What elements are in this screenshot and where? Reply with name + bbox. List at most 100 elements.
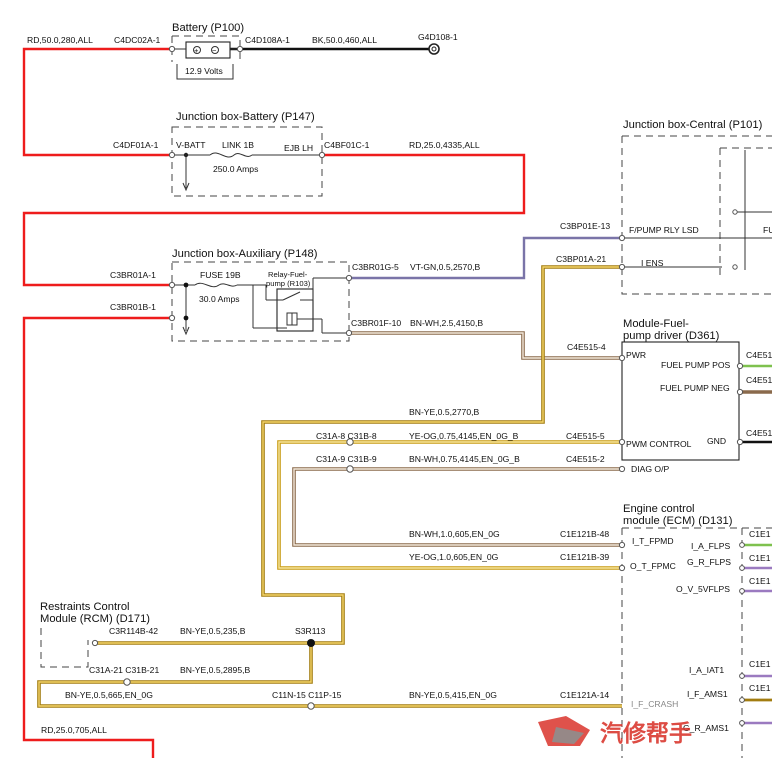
- connector-circle-icon: [739, 697, 745, 703]
- wire-label-bn-ye-665: BN-YE,0.5,665,EN_0G: [65, 690, 153, 700]
- connector-circle-icon: [739, 588, 745, 594]
- connector-circle-icon: [91, 639, 99, 647]
- conn-c4dc02a-1: C4DC02A-1: [114, 35, 161, 45]
- connector-circle-icon: [618, 541, 626, 549]
- conn-c4e515-2: C4E515-2: [566, 454, 605, 464]
- rcm-title-2: Module (RCM) (D171): [40, 613, 150, 625]
- splice-dot-icon: [183, 315, 189, 321]
- ecm-i-f-ams1: I_F_AMS1: [687, 689, 728, 699]
- connector-circle-icon: [618, 263, 626, 271]
- conn-g4d108-1: G4D108-1: [418, 32, 458, 42]
- ecm-o-v-5vflps: O_V_5VFLPS: [676, 584, 730, 594]
- connector-circle-icon: [739, 565, 745, 571]
- conn-s3r113: S3R113: [295, 626, 326, 636]
- conn-c1e1-c: C1E1: [749, 576, 771, 586]
- rcm-group: Restraints Control Module (RCM) (D171): [40, 601, 150, 668]
- wire-rd-50-280: [22, 47, 172, 157]
- conn-c3br01f-10: C3BR01F-10: [351, 318, 401, 328]
- wire-bn-ye-665-core: [38, 681, 622, 707]
- wire-label-bn-ye-235: BN-YE,0.5,235,B: [180, 626, 246, 636]
- connector-circle-icon: [618, 438, 626, 446]
- connector-circle-icon: [168, 45, 176, 53]
- conn-c4e515-4: C4E515-4: [567, 342, 606, 352]
- conn-c1e121b-48: C1E121B-48: [560, 529, 609, 539]
- wire-label-rd-25-4335: RD,25.0,4335,ALL: [409, 140, 480, 150]
- jb-aux-amps: 30.0 Amps: [199, 294, 240, 304]
- splice-dot-icon: [307, 639, 315, 647]
- wire-bn-wh-2-5-core: [349, 332, 622, 359]
- connector-circle-icon: [618, 564, 626, 572]
- fp-driver-fuel-neg: FUEL PUMP NEG: [660, 383, 730, 393]
- conn-c3br01b-1: C3BR01B-1: [110, 302, 156, 312]
- conn-c4e51-gnd: C4E51: [746, 428, 772, 438]
- fp-driver-gnd: GND: [707, 436, 726, 446]
- conn-c1e121b-39: C1E121B-39: [560, 552, 609, 562]
- ecm-group: Engine control module (ECM) (D131) I_T_F…: [621, 503, 772, 758]
- conn-c1e1-b: C1E1: [749, 553, 771, 563]
- conn-c1e1-d: C1E1: [749, 659, 771, 669]
- fuse-icon: [194, 282, 238, 288]
- ecm-g-r-flps: G_R_FLPS: [687, 557, 731, 567]
- watermark: 汽修帮手: [538, 716, 692, 746]
- relay-icon: [276, 288, 314, 332]
- battery-icon: [185, 41, 231, 59]
- jb-central-iens: I ENS: [641, 258, 664, 268]
- conn-c3bp01a-21: C3BP01A-21: [556, 254, 606, 264]
- connector-circle-icon: [618, 465, 626, 473]
- fp-driver-pwm: PWM CONTROL: [626, 439, 692, 449]
- connector-circle-icon: [739, 673, 745, 679]
- ecm-title-1: Engine control: [623, 503, 695, 515]
- wire-bn-ye-2770-core: [262, 266, 622, 644]
- conn-c3br01g-5: C3BR01G-5: [352, 262, 399, 272]
- conn-c4bf01c-1: C4BF01C-1: [324, 140, 370, 150]
- conn-c31a21-c31b21: C31A-21 C31B-21: [89, 665, 159, 675]
- wire-ye-og-075-core: [278, 441, 622, 569]
- jb-battery-vbatt: V-BATT: [176, 140, 206, 150]
- jb-central-title: Junction box-Central (P101): [623, 119, 763, 131]
- splice-dot-icon: [183, 282, 189, 288]
- wire-label-ye-og-1: YE-OG,1.0,605,EN_0G: [409, 552, 499, 562]
- connector-circle-icon: [739, 542, 745, 548]
- rcm-title-1: Restraints Control: [40, 601, 130, 613]
- relay-label-2: pump (R103): [266, 279, 311, 288]
- wire-label-bn-ye-2895: BN-YE,0.5,2895,B: [180, 665, 250, 675]
- conn-c11n15-c11p15: C11N-15 C11P-15: [272, 690, 342, 700]
- jb-battery-amps: 250.0 Amps: [213, 164, 258, 174]
- connector-circle-icon: [236, 45, 244, 53]
- connector-circle-icon: [739, 720, 745, 726]
- ecm-g-r-ams1: G_R_AMS1: [683, 723, 729, 733]
- jb-battery-link: LINK 1B: [222, 140, 254, 150]
- wire-bn-ye-2895: [127, 643, 313, 684]
- conn-c4d108a-1: C4D108A-1: [245, 35, 290, 45]
- wire-label-bn-wh-2-5: BN-WH,2.5,4150,B: [410, 318, 483, 328]
- splice-dot-icon: [183, 152, 189, 158]
- conn-c3r114b-42: C3R114B-42: [109, 626, 158, 636]
- jb-battery-group: Junction box-Battery (P147) V-BATT LINK …: [171, 111, 323, 197]
- connector-circle-icon: [123, 678, 131, 686]
- connector-circle-icon: [168, 151, 176, 159]
- jb-central-group: Junction box-Central (P101) F/PUMP RLY L…: [621, 119, 772, 295]
- fp-driver-fuel-pos: FUEL PUMP POS: [661, 360, 731, 370]
- connector-circle-icon: [168, 314, 176, 322]
- ecm-i-a-iat1: I_A_IAT1: [689, 665, 724, 675]
- connector-circle-icon: [346, 438, 354, 446]
- conn-c3bp01e-13: C3BP01E-13: [560, 221, 610, 231]
- conn-c1e1-e: C1E1: [749, 683, 771, 693]
- connector-circle-icon: [345, 274, 353, 282]
- wire-rd-25-705: [22, 316, 172, 758]
- battery-voltage: 12.9 Volts: [185, 66, 223, 76]
- wire-label-bn-wh-075: BN-WH,0.75,4145,EN_0G_B: [409, 454, 520, 464]
- jb-battery-title: Junction box-Battery (P147): [176, 111, 315, 123]
- conn-c4e51-pos: C4E51: [746, 350, 772, 360]
- conn-c3br01a-1: C3BR01A-1: [110, 270, 156, 280]
- wire-label-bk-50-460: BK,50.0,460,ALL: [312, 35, 377, 45]
- connector-circle-icon: [618, 234, 626, 242]
- fp-driver-pwr: PWR: [626, 350, 646, 360]
- conn-c1e1-a: C1E1: [749, 529, 771, 539]
- fp-driver-title-1: Module-Fuel-: [623, 318, 689, 330]
- battery-plus: +: [194, 46, 199, 55]
- wire-rd-25-4335: [22, 153, 526, 287]
- wire-vt-gn: [349, 236, 622, 280]
- ecm-i-a-flps: I_A_FLPS: [691, 541, 730, 551]
